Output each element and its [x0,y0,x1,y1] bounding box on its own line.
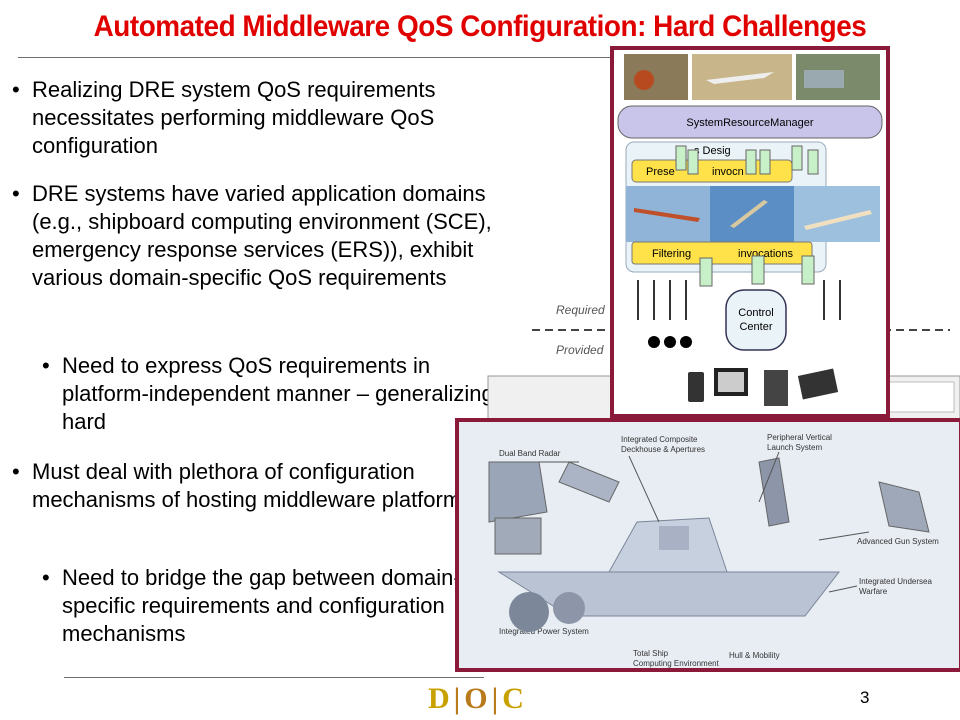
bullet-text: DRE systems have varied application doma… [32,181,492,290]
total-ship-label: Total Ship [633,649,669,658]
bullet-text: Must deal with plethora of configuration… [32,459,473,512]
hull-label: Hull & Mobility [729,651,780,660]
launch-label: Peripheral Vertical [767,433,832,442]
bullet-text: Need to express QoS requirements in plat… [62,353,516,434]
invocations-label: invocations [738,248,794,260]
gun-label: Advanced Gun System [857,537,939,546]
computing-label: Computing Environment [633,659,720,668]
launch-label-2: Launch System [767,443,822,452]
power-label: Integrated Power System [499,627,589,636]
invocn-label: invocn [712,166,744,178]
sub-bullet-item: •Need to express QoS requirements in pla… [42,353,516,434]
undersea-label: Integrated Undersea [859,577,932,586]
footer-divider [64,677,484,678]
provided-label: Provided [556,343,604,357]
control-label: Control [738,307,773,319]
manager-label: SystemResourceManager [686,117,814,129]
ship-diagram: Dual Band Radar Integrated Composite Dec… [455,418,960,672]
doc-group-logo: D|O|C [428,682,528,715]
bullet-text: Need to bridge the gap between domain-sp… [62,565,461,646]
bullet-text: Realizing DRE system QoS requirements ne… [32,77,436,158]
center-label: Center [739,321,772,333]
filtering-label: Filtering [652,248,691,260]
slide-title: Automated Middleware QoS Configuration: … [93,10,867,43]
page-number: 3 [860,688,870,707]
deckhouse-label: Integrated Composite [621,435,698,444]
design-label: s Desig [694,145,731,157]
undersea-label-2: Warfare [859,587,888,596]
bullet-item: •Must deal with plethora of configuratio… [12,459,473,512]
deployment-diagram: SystemResourceManager s Desig Prese invo… [610,46,890,418]
bullet-item: •Realizing DRE system QoS requirements n… [12,77,436,158]
dual-band-radar-label: Dual Band Radar [499,449,561,458]
preset-label: Prese [646,166,675,178]
deckhouse-label-2: Deckhouse & Apertures [621,445,705,454]
required-label: Required [556,303,605,317]
bullet-item: •DRE systems have varied application dom… [12,181,492,290]
title-divider [18,57,618,58]
sub-bullet-item: •Need to bridge the gap between domain-s… [42,565,461,646]
